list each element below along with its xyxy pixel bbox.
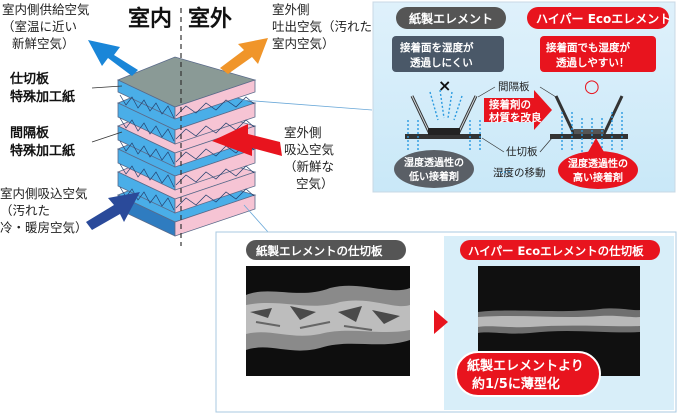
x-mark: ×: [438, 76, 451, 95]
hyper-micro-badge: [460, 240, 660, 260]
humidity-move-text: 湿度の移動: [493, 166, 546, 179]
indoor-intake-arrow: [86, 192, 140, 230]
svg-text:ハイパー Ecoエレメントの仕切板: ハイパー Ecoエレメントの仕切板: [468, 244, 644, 258]
hyper-adhesive-bubble: [558, 151, 638, 189]
corrugation-lines: [119, 94, 255, 211]
paper-cross-section: [405, 89, 481, 150]
svg-text:湿度透過性の 低い接着剤: 湿度透過性の 低い接着剤: [404, 156, 467, 183]
microscope-panel: 紙製エレメントの仕切板 ハイパー Ecoエレメントの仕切板 紙製エレメントより …: [215, 231, 677, 413]
o-mark: ○: [584, 76, 600, 97]
paper-adhesive-bubble: [394, 150, 474, 188]
leader-to-micro: [243, 204, 269, 233]
svg-text:ハイパー Ecoエレメント: ハイパー Ecoエレメント: [536, 12, 671, 26]
spacer-text: 間隔板: [498, 80, 530, 93]
svg-text:紙製エレメントの仕切板: 紙製エレメントの仕切板: [256, 244, 383, 258]
partition-text: 仕切板: [506, 145, 538, 158]
indoor-intake-label: 室内側吸込空気 （汚れた 冷・暖房空気）: [0, 186, 92, 235]
paper-micrograph: [246, 266, 410, 376]
micro-compare-arrow: [434, 310, 448, 334]
outdoor-intake-arrow: [212, 124, 282, 156]
paper-micro-badge: [246, 240, 406, 260]
spacer-leader: [91, 131, 123, 143]
thinner-callout: [455, 351, 601, 397]
outdoor-label: 室外: [188, 6, 232, 32]
paper-note-box: [392, 36, 504, 72]
element-stack: 室内 室外 室内側供給空気 （室温に近い 新鮮空気） 室外側 吐出空気（汚れた …: [0, 2, 376, 246]
indoor-label: 室内: [128, 6, 172, 32]
svg-text:紙製エレメントより 約1/5に薄型化: 紙製エレメントより 約1/5に薄型化: [467, 358, 588, 392]
paper-element-badge: [396, 7, 506, 29]
leader-to-comparison: [241, 99, 373, 111]
comparison-panel: 紙製エレメント ハイパー Ecoエレメント 接着面を湿度が 透過しにくい 接着面…: [372, 1, 676, 193]
svg-text:接着面を湿度が 透過しにくい: 接着面を湿度が 透過しにくい: [400, 41, 477, 69]
hyper-cross-section: [550, 95, 628, 152]
hyper-element-badge: [527, 7, 669, 29]
svg-text:湿度透過性の 高い接着剤: 湿度透過性の 高い接着剤: [568, 157, 631, 184]
outdoor-exhaust-label: 室外側 吐出空気（汚れた 室内空気）: [272, 2, 376, 51]
indoor-supply-arrow: [88, 40, 138, 76]
indoor-supply-label: 室内側供給空気 （室温に近い 新鮮空気）: [2, 2, 94, 51]
improve-arrow: [484, 90, 552, 130]
stack-layers: [117, 56, 257, 237]
hyper-note-box: [540, 36, 656, 72]
partition-paper-label: 仕切板 特殊加工紙: [9, 71, 75, 105]
spacer-paper-label: 間隔板 特殊加工紙: [10, 125, 75, 159]
outdoor-exhaust-arrow: [220, 38, 268, 74]
outdoor-intake-label: 室外側 吸込空気 （新鮮な 空気）: [284, 125, 338, 191]
svg-text:接着面でも湿度が 透過しやすい！: 接着面でも湿度が 透過しやすい！: [546, 41, 634, 69]
svg-text:紙製エレメント: 紙製エレメント: [409, 11, 493, 26]
partition-leader: [91, 85, 123, 89]
svg-text:接着剤の 材質を改良: 接着剤の 材質を改良: [488, 98, 542, 124]
